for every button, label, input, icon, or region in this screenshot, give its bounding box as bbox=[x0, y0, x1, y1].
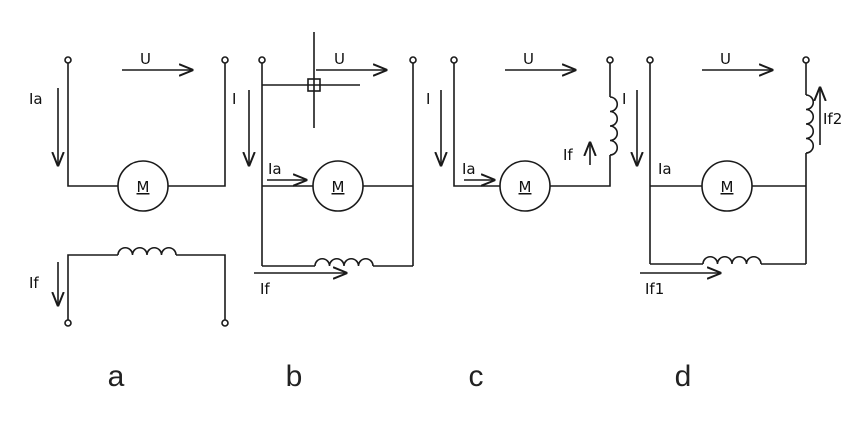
terminal bbox=[606, 56, 614, 64]
field-coil bbox=[609, 96, 618, 156]
motor-label: M bbox=[137, 178, 150, 196]
panel-caption: c bbox=[469, 360, 484, 393]
panel-caption: a bbox=[108, 360, 125, 393]
motor-label: M bbox=[332, 178, 345, 196]
terminal bbox=[221, 319, 229, 327]
series-field-coil bbox=[805, 94, 814, 154]
field-coil bbox=[117, 247, 177, 256]
panel-c: M U I Ia If c bbox=[426, 50, 618, 393]
field-current-label: If bbox=[260, 280, 270, 298]
motor-label: M bbox=[519, 178, 532, 196]
armature-current-label: Ia bbox=[462, 160, 476, 178]
terminal bbox=[221, 56, 229, 64]
terminal bbox=[450, 56, 458, 64]
line-current-label: I bbox=[426, 90, 430, 108]
line-current-label: I bbox=[622, 90, 626, 108]
shunt-field-current-label: If1 bbox=[645, 280, 664, 298]
voltage-label: U bbox=[720, 50, 731, 68]
motor-label: M bbox=[721, 178, 734, 196]
armature-current-label: Ia bbox=[658, 160, 672, 178]
panel-a: M U Ia If a bbox=[29, 50, 229, 393]
motor-circle bbox=[499, 160, 551, 212]
cursor-box bbox=[307, 78, 321, 92]
panel-b: M U I Ia If b bbox=[232, 32, 417, 393]
voltage-label: U bbox=[334, 50, 345, 68]
field-coil bbox=[314, 258, 374, 267]
field-wire bbox=[67, 254, 226, 320]
terminal bbox=[646, 56, 654, 64]
terminal bbox=[409, 56, 417, 64]
motor-circle bbox=[701, 160, 753, 212]
armature-wire bbox=[67, 63, 226, 187]
panel-d: M U I Ia If1 If2 d bbox=[622, 50, 842, 393]
shunt-field-coil bbox=[702, 256, 762, 265]
voltage-label: U bbox=[140, 50, 151, 68]
panel-caption: b bbox=[286, 360, 303, 393]
voltage-label: U bbox=[523, 50, 534, 68]
panel-caption: d bbox=[675, 360, 692, 393]
armature-current-label: Ia bbox=[29, 90, 43, 108]
motor-circle bbox=[117, 160, 169, 212]
terminal bbox=[64, 56, 72, 64]
motor-circle bbox=[312, 160, 364, 212]
series-field-current-label: If2 bbox=[823, 110, 842, 128]
armature-current-label: Ia bbox=[268, 160, 282, 178]
line-current-label: I bbox=[232, 90, 236, 108]
terminal bbox=[802, 56, 810, 64]
terminal bbox=[64, 319, 72, 327]
terminal bbox=[258, 56, 266, 64]
field-current-label: If bbox=[29, 274, 39, 292]
armature-wire bbox=[453, 63, 611, 187]
field-current-label: If bbox=[563, 146, 573, 164]
